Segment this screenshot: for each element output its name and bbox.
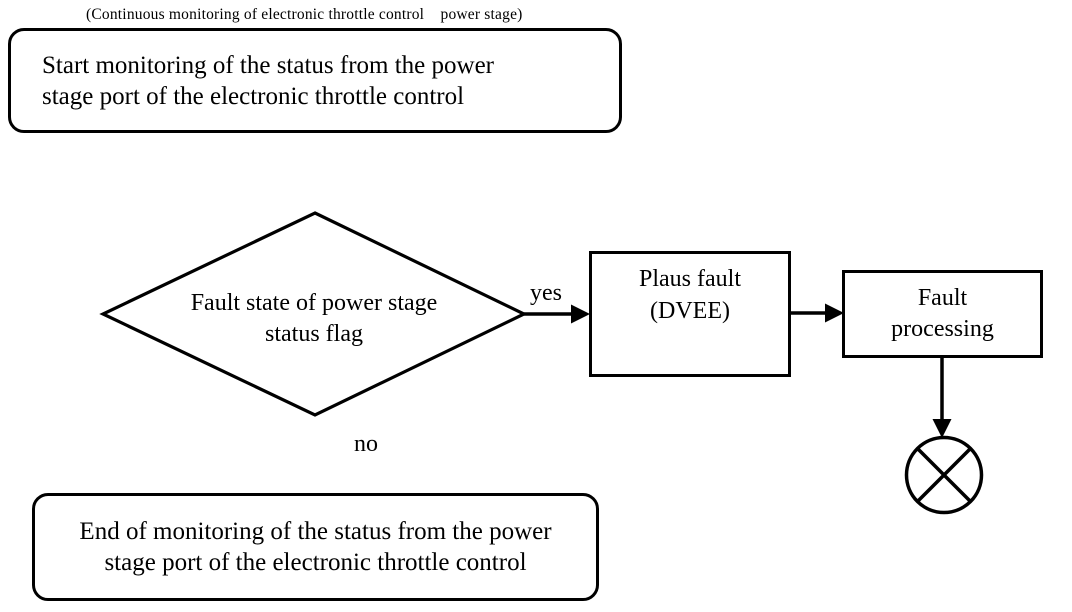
plaus-fault-node: Plaus fault (DVEE): [589, 251, 791, 377]
terminator-x-line-2: [916, 447, 972, 503]
plaus-to-fault-arrow-head: [825, 303, 844, 323]
yes-edge-label: yes: [530, 280, 562, 306]
start-node: Start monitoring of the status from the …: [8, 28, 622, 133]
end-node: End of monitoring of the status from the…: [32, 493, 599, 601]
fault-processing-node-label: Fault processing: [891, 285, 994, 342]
diagram-caption: (Continuous monitoring of electronic thr…: [86, 6, 523, 23]
fault-to-terminator-arrow-head: [932, 419, 952, 438]
start-node-label: Start monitoring of the status from the …: [42, 51, 495, 110]
decision-diamond-shape: [99, 211, 528, 417]
decision-node-label: Fault state of power stage status flag: [190, 290, 438, 347]
plaus-fault-node-label: Plaus fault (DVEE): [639, 266, 741, 324]
yes-arrow-head: [571, 304, 590, 324]
end-node-label: End of monitoring of the status from the…: [79, 518, 552, 576]
no-edge-label: no: [354, 431, 378, 457]
fault-processing-node: Fault processing: [842, 270, 1043, 358]
